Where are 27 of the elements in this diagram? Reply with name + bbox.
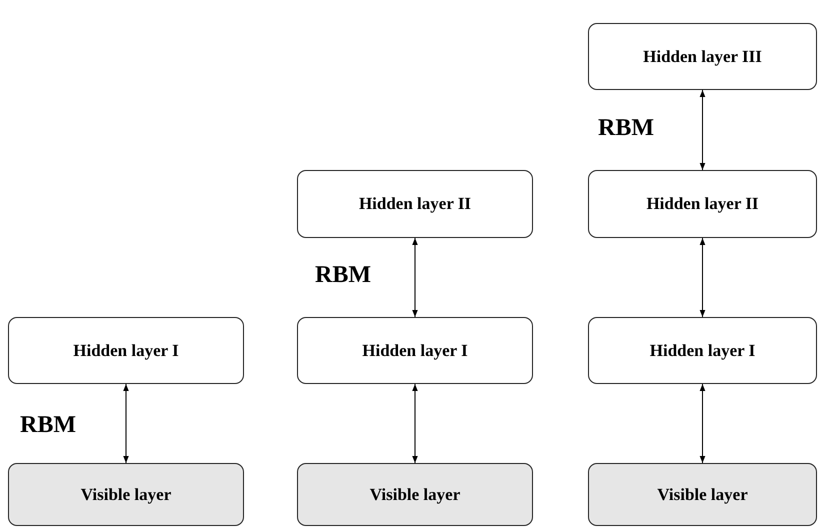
layer-label: Hidden layer II (358, 194, 472, 214)
rbm-label: RBM (20, 412, 76, 439)
layer-label: Visible layer (80, 484, 172, 504)
double-arrow (700, 90, 706, 170)
rbm-label: RBM (315, 262, 371, 289)
rbm-label: RBM (598, 115, 654, 142)
hidden-layer-box (8, 317, 244, 384)
double-arrow (412, 238, 418, 318)
layer-label: Hidden layer III (643, 46, 762, 66)
visible-layer-box (8, 463, 244, 526)
hidden-layer-box (588, 170, 817, 238)
layer-label: Hidden layer I (650, 340, 756, 360)
double-arrow (700, 238, 706, 318)
layer-label: Hidden layer I (73, 340, 179, 360)
double-arrow (700, 384, 706, 464)
double-arrow (123, 384, 129, 464)
layer-label: Visible layer (657, 484, 748, 504)
hidden-layer-box (588, 23, 817, 90)
hidden-layer-box (297, 317, 533, 384)
visible-layer-box (297, 463, 533, 526)
hidden-layer-box (588, 317, 817, 384)
layer-label: Hidden layer II (646, 194, 759, 214)
double-arrow (412, 384, 418, 464)
layer-label: Hidden layer I (362, 340, 468, 360)
visible-layer-box (588, 463, 817, 526)
hidden-layer-box (297, 170, 533, 238)
layer-label: Visible layer (370, 484, 460, 504)
